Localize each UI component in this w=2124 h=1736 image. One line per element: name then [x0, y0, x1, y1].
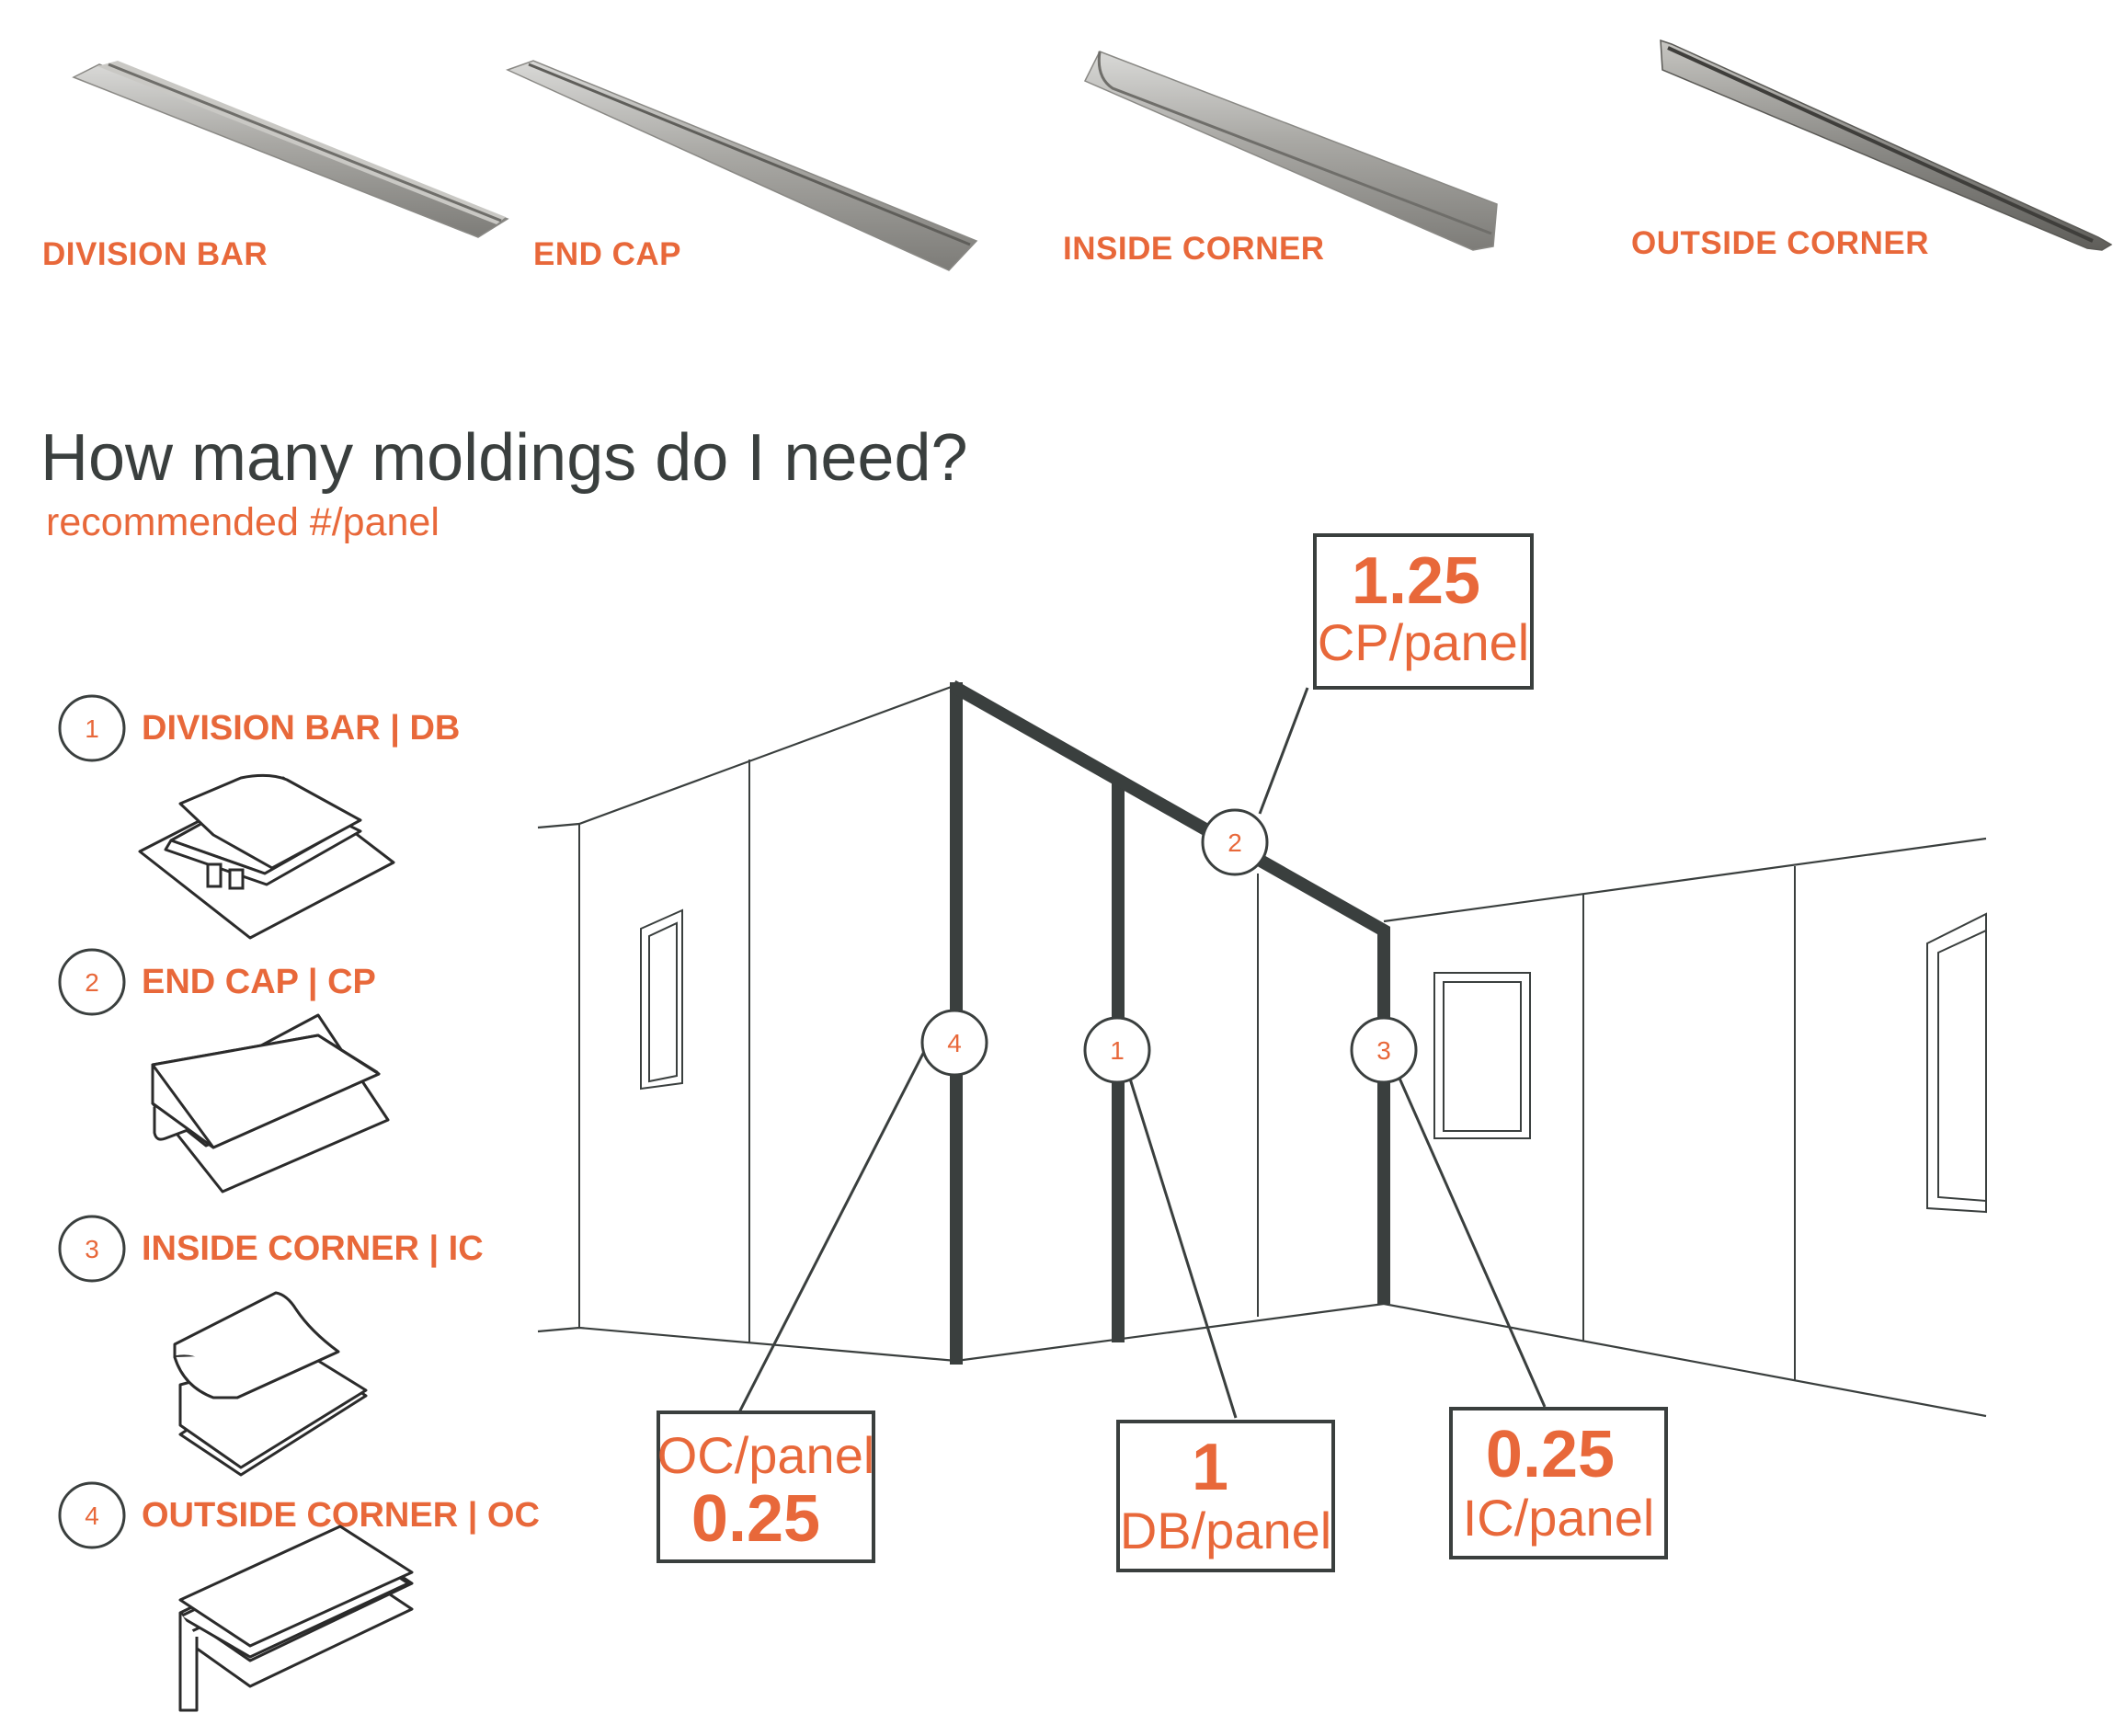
legend-marker-4: [58, 1481, 126, 1549]
legend-item-inside-corner: 3 INSIDE CORNER | IC: [58, 1215, 484, 1477]
legend-item-division-bar: 1 DIVISION BAR | DB: [58, 694, 460, 940]
callout-outside-corner-value: 0.25: [691, 1482, 820, 1556]
callout-end-cap-value: 1.25: [1352, 544, 1480, 618]
legend-item-outside-corner: 4 OUTSIDE CORNER | OC: [58, 1481, 540, 1712]
window-right: [1926, 912, 1987, 1214]
outside-corner-photo: [1660, 39, 2113, 251]
room-marker-4: 4: [920, 1009, 988, 1077]
callout-division-bar: 1 DB/panel: [1116, 1420, 1335, 1572]
outside-corner-label: OUTSIDE CORNER: [1631, 225, 1929, 261]
callout-division-bar-unit: DB/panel: [1120, 1502, 1331, 1559]
callout-end-cap: 1.25 CP/panel: [1313, 533, 1534, 690]
legend-label-division-bar: DIVISION BAR | DB: [142, 709, 460, 748]
end-cap-and-inside-corner-molding: [949, 680, 1390, 1304]
room-marker-4-num: 4: [947, 1029, 962, 1057]
end-cap-photo: [506, 60, 978, 271]
outside-corner-profile-icon: [178, 1525, 414, 1712]
callout-outside-corner: OC/panel 0.25: [657, 1410, 875, 1563]
callout-division-bar-value: 1: [1192, 1431, 1228, 1504]
legend-label-inside-corner: INSIDE CORNER | IC: [142, 1229, 484, 1268]
window-center: [1433, 972, 1531, 1139]
end-cap-profile-icon: [151, 1013, 390, 1194]
window-left: [640, 908, 683, 1091]
legend-marker-3-num: 3: [85, 1235, 99, 1263]
callout-end-cap-unit: CP/panel: [1318, 613, 1529, 671]
inside-corner-profile-icon: [173, 1291, 368, 1477]
room-illustration: 2 4 1 3: [537, 680, 1987, 1419]
legend-marker-1-num: 1: [85, 714, 99, 743]
callout-inside-corner-value: 0.25: [1486, 1418, 1615, 1491]
room-marker-3: 3: [1350, 1016, 1418, 1084]
division-bar-profile-icon: [138, 773, 395, 940]
inside-corner-label: INSIDE CORNER: [1063, 231, 1325, 267]
room-marker-2: 2: [1201, 808, 1269, 876]
end-cap-label: END CAP: [533, 236, 681, 272]
product-end-cap: END CAP: [506, 60, 978, 272]
page-title: How many moldings do I need?: [40, 421, 968, 495]
callout-inside-corner: 0.25 IC/panel: [1449, 1407, 1668, 1559]
callout-outside-corner-unit: OC/panel: [657, 1426, 875, 1484]
legend-marker-2-num: 2: [85, 968, 99, 997]
legend-marker-4-num: 4: [85, 1502, 99, 1530]
room-marker-2-num: 2: [1228, 828, 1242, 857]
callout-inside-corner-unit: IC/panel: [1463, 1489, 1655, 1547]
page-subtitle: recommended #/panel: [46, 500, 440, 544]
room-marker-3-num: 3: [1376, 1036, 1391, 1065]
inside-corner-photo: [1083, 51, 1498, 251]
room-marker-1-num: 1: [1110, 1036, 1125, 1065]
legend-marker-3: [58, 1215, 126, 1283]
product-inside-corner: INSIDE CORNER: [1063, 51, 1498, 267]
legend-label-end-cap: END CAP | CP: [142, 963, 376, 1001]
product-outside-corner: OUTSIDE CORNER: [1631, 39, 2113, 261]
legend: 1 DIVISION BAR | DB 2 END CAP | CP: [58, 694, 540, 1712]
product-division-bar: DIVISION BAR: [42, 61, 509, 272]
legend-item-end-cap: 2 END CAP | CP: [58, 948, 390, 1194]
legend-marker-1: [58, 694, 126, 762]
legend-marker-2: [58, 948, 126, 1016]
division-bar-photo: [72, 61, 509, 238]
room-marker-1: 1: [1083, 1016, 1151, 1084]
division-bar-label: DIVISION BAR: [42, 236, 268, 272]
